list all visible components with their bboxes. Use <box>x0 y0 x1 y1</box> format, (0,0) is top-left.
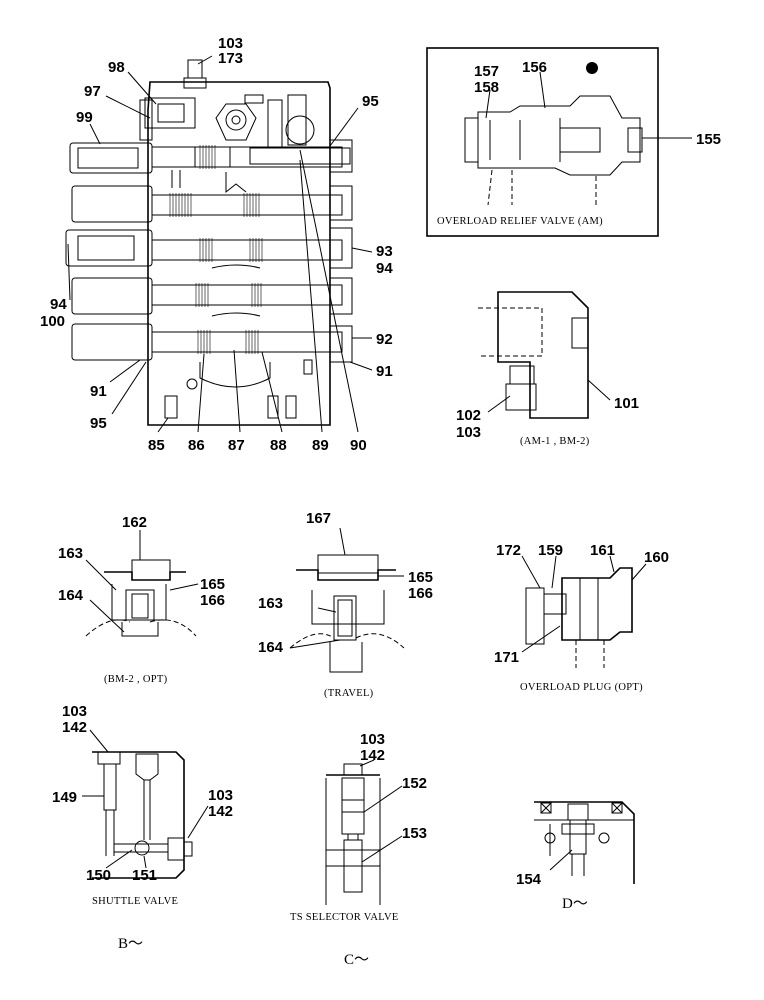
callout-85: 85 <box>148 437 165 454</box>
view-label-d: D～ <box>562 896 588 912</box>
callout-101: 101 <box>614 395 639 412</box>
callout-88: 88 <box>270 437 287 454</box>
callout-103-am: 103 <box>456 424 481 441</box>
callout-163-a: 163 <box>58 545 83 562</box>
callout-95-top: 95 <box>362 93 379 110</box>
callout-171: 171 <box>494 649 519 666</box>
overload-relief-valve-panel <box>426 47 692 237</box>
callout-89: 89 <box>312 437 329 454</box>
spool-row-5 <box>71 323 353 363</box>
ts-selector-valve-view <box>325 759 403 905</box>
callout-labels: 103 173 98 97 99 95 93 94 94 100 92 91 9… <box>40 35 721 888</box>
callout-90: 90 <box>350 437 367 454</box>
d-view <box>534 801 635 884</box>
callout-166-b: 166 <box>408 585 433 602</box>
main-leaders <box>67 55 373 433</box>
caption-travel: (TRAVEL) <box>324 688 374 699</box>
callout-102: 102 <box>456 407 481 424</box>
callout-154: 154 <box>516 871 542 888</box>
view-label-b: B～ <box>118 936 143 952</box>
callout-159: 159 <box>538 542 563 559</box>
callout-93: 93 <box>376 243 393 260</box>
callout-91-left: 91 <box>90 383 107 400</box>
callout-158: 158 <box>474 79 499 96</box>
caption-overload-plug: OVERLOAD PLUG (OPT) <box>520 682 643 693</box>
callout-149: 149 <box>52 789 77 806</box>
callout-94-left: 94 <box>50 296 67 313</box>
callout-160: 160 <box>644 549 669 566</box>
marker-dot-icon <box>586 62 598 74</box>
travel-view <box>289 527 405 673</box>
callout-173: 173 <box>218 50 243 67</box>
spool-row-2 <box>71 185 353 223</box>
callout-103: 103 <box>218 35 243 52</box>
spool-row-1 <box>69 139 353 174</box>
callout-165-a: 165 <box>200 576 225 593</box>
callout-172: 172 <box>496 542 521 559</box>
callout-162: 162 <box>122 514 147 531</box>
callout-152: 152 <box>402 775 427 792</box>
caption-am1-bm2: (AM-1 , BM-2) <box>520 436 590 447</box>
callout-94-right: 94 <box>376 260 393 277</box>
caption-shuttle-valve: SHUTTLE VALVE <box>92 896 178 907</box>
callout-103-shuttle-right: 103 <box>208 787 233 804</box>
callout-98: 98 <box>108 59 125 76</box>
callout-142-shuttle-right: 142 <box>208 803 233 820</box>
caption-bm2-opt: (BM-2 , OPT) <box>104 674 168 685</box>
captions: OVERLOAD RELIEF VALVE (AM) (AM-1 , BM-2)… <box>92 216 643 968</box>
caption-overload-relief-valve: OVERLOAD RELIEF VALVE (AM) <box>437 216 603 227</box>
callout-153: 153 <box>402 825 427 842</box>
callout-164-b: 164 <box>258 639 284 656</box>
overload-plug-view <box>521 555 647 668</box>
shuttle-valve-view <box>82 729 209 879</box>
callout-86: 86 <box>188 437 205 454</box>
callout-151: 151 <box>132 867 157 884</box>
main-control-valve <box>65 59 353 426</box>
callout-163-b: 163 <box>258 595 283 612</box>
callout-165-b: 165 <box>408 569 433 586</box>
am1-bm2-view <box>478 291 611 419</box>
callout-161: 161 <box>590 542 615 559</box>
bm2-opt-view <box>85 530 199 637</box>
spool-row-3 <box>65 227 353 269</box>
callout-91-right: 91 <box>376 363 393 380</box>
callout-166-a: 166 <box>200 592 225 609</box>
caption-ts-selector-valve: TS SELECTOR VALVE <box>290 912 399 923</box>
callout-167: 167 <box>306 510 331 527</box>
callout-150: 150 <box>86 867 111 884</box>
callout-142-shuttle: 142 <box>62 719 87 736</box>
callout-142-ts: 142 <box>360 747 385 764</box>
callout-103-shuttle: 103 <box>62 703 87 720</box>
callout-157: 157 <box>474 63 499 80</box>
callout-103-ts: 103 <box>360 731 385 748</box>
callout-164-a: 164 <box>58 587 84 604</box>
callout-155: 155 <box>696 131 721 148</box>
callout-99: 99 <box>76 109 93 126</box>
view-label-c: C～ <box>344 952 369 968</box>
callout-95-bottom: 95 <box>90 415 107 432</box>
callout-100: 100 <box>40 313 65 330</box>
callout-97: 97 <box>84 83 101 100</box>
spool-row-4 <box>71 277 353 315</box>
callout-92: 92 <box>376 331 393 348</box>
callout-87: 87 <box>228 437 245 454</box>
callout-156: 156 <box>522 59 547 76</box>
